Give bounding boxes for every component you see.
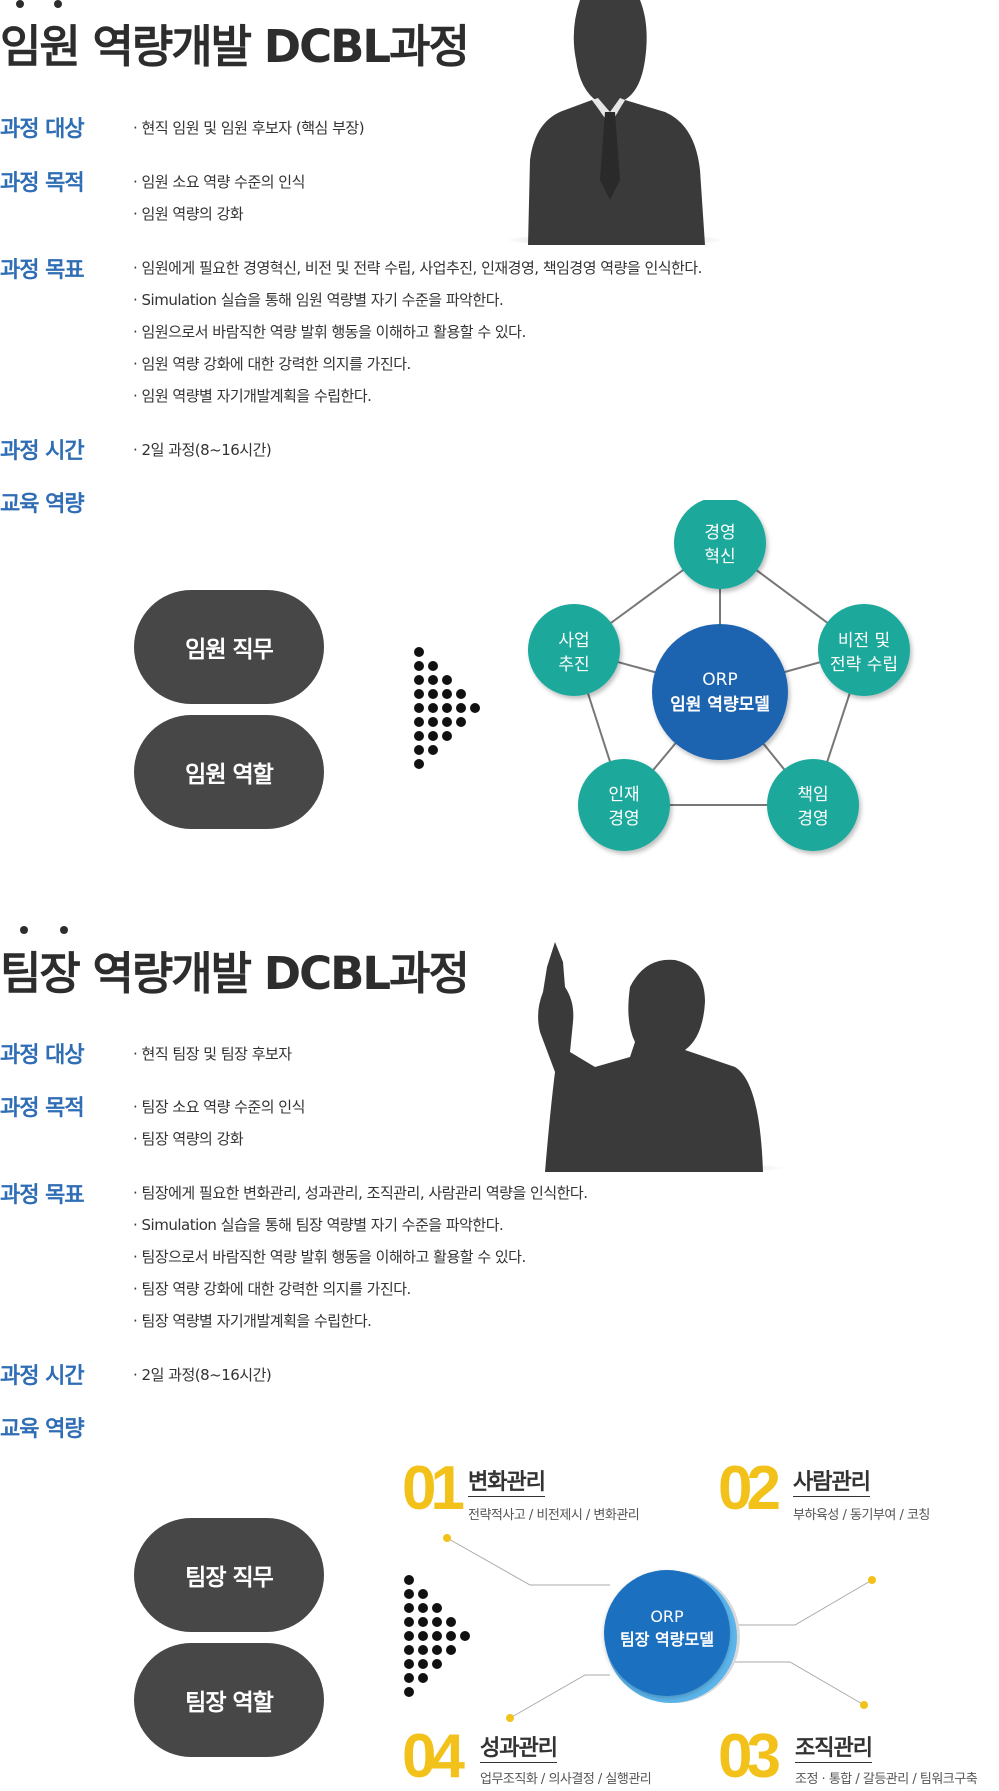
purpose-item: · 팀장 소요 역량 수준의 인식 (133, 1098, 305, 1116)
svg-text:사업: 사업 (558, 631, 589, 651)
manager-competency-diagram: ORP 팀장 역량모델 (443, 1534, 876, 1722)
svg-text:추진: 추진 (558, 655, 589, 675)
purpose-item: · 임원 역량의 강화 (133, 205, 244, 223)
node-innovation: 경영 혁신 (674, 500, 766, 589)
goal-item: · Simulation 실습을 통해 임원 역량별 자기 수준을 파악한다. (133, 291, 504, 309)
goal-item: · 팀장 역량 강화에 대한 강력한 의지를 가진다. (133, 1280, 411, 1298)
center-line1: ORP (650, 1607, 684, 1626)
target-item: · 현직 임원 및 임원 후보자 (핵심 부장) (133, 119, 365, 137)
module-title: 조직관리 (795, 1730, 873, 1763)
goal-label: 과정 목표 (0, 1183, 85, 1208)
svg-text:경영: 경영 (608, 809, 639, 829)
svg-text:인재: 인재 (608, 785, 639, 805)
purpose-item: · 임원 소요 역량 수준의 인식 (133, 173, 305, 191)
svg-text:비전 및: 비전 및 (838, 631, 890, 651)
target-item: · 현직 팀장 및 팀장 후보자 (133, 1045, 292, 1063)
module-subtitle: 조정 · 통합 / 갈등관리 / 팀워크구축 (795, 1772, 978, 1787)
duration-item: · 2일 과정(8~16시간) (133, 441, 272, 459)
pill-executive-role: 임원 역할 (134, 715, 324, 829)
goal-item: · 임원으로서 바람직한 역량 발휘 행동을 이해하고 활용할 수 있다. (133, 323, 526, 341)
competency-label: 교육 역량 (0, 1417, 85, 1442)
duration-label: 과정 시간 (0, 439, 85, 464)
node-vision: 비전 및 전략 수립 (818, 604, 910, 696)
goal-item: · 팀장으로서 바람직한 역량 발휘 행동을 이해하고 활용할 수 있다. (133, 1248, 526, 1266)
target-label: 과정 대상 (0, 117, 85, 142)
goal-item: · 임원 역량별 자기개발계획을 수립한다. (133, 387, 372, 405)
svg-text:전략 수립: 전략 수립 (830, 655, 898, 675)
competency-label: 교육 역량 (0, 492, 85, 517)
purpose-item: · 팀장 역량의 강화 (133, 1130, 244, 1148)
goal-item: · 임원 역량 강화에 대한 강력한 의지를 가진다. (133, 355, 411, 373)
svg-text:경영: 경영 (704, 523, 735, 543)
goal-label: 과정 목표 (0, 258, 85, 283)
center-node (652, 624, 788, 760)
goal-item: · 팀장 역량별 자기개발계획을 수립한다. (133, 1312, 372, 1330)
center-line2: 팀장 역량모델 (620, 1630, 714, 1649)
purpose-label: 과정 목적 (0, 171, 85, 196)
purpose-label: 과정 목적 (0, 1096, 85, 1121)
section1-title: 임원 역량개발 DCBL과정 (0, 20, 470, 73)
module-number: 04 (402, 1722, 465, 1791)
title-dot (20, 926, 28, 934)
goal-item: · 임원에게 필요한 경영혁신, 비전 및 전략 수립, 사업추진, 인재경영,… (133, 259, 702, 277)
center-line2: 임원 역량모델 (670, 694, 770, 715)
module-title: 변화관리 (468, 1464, 546, 1497)
svg-text:혁신: 혁신 (704, 547, 735, 567)
title-dot (54, 0, 62, 8)
dot-arrow-icon (404, 1575, 470, 1697)
duration-item: · 2일 과정(8~16시간) (133, 1366, 272, 1384)
pill-manager-role: 팀장 역할 (134, 1643, 324, 1757)
pill-manager-job: 팀장 직무 (134, 1518, 324, 1632)
pill-executive-job: 임원 직무 (134, 590, 324, 704)
node-accountability: 책임 경영 (767, 759, 859, 851)
svg-text:책임: 책임 (797, 785, 828, 805)
module-subtitle: 전략적사고 / 비전제시 / 변화관리 (468, 1508, 640, 1523)
duration-label: 과정 시간 (0, 1364, 85, 1389)
title-dot (60, 926, 68, 934)
manager-silhouette-icon (538, 942, 785, 1172)
title-dot (16, 0, 24, 8)
target-label: 과정 대상 (0, 1043, 85, 1068)
module-number: 03 (718, 1722, 781, 1791)
executive-silhouette-icon (505, 0, 725, 245)
goal-item: · 팀장에게 필요한 변화관리, 성과관리, 조직관리, 사람관리 역량을 인식… (133, 1184, 588, 1202)
module-subtitle: 부하육성 / 동기부여 / 코칭 (793, 1508, 930, 1523)
svg-text:경영: 경영 (797, 809, 828, 829)
node-business: 사업 추진 (528, 604, 620, 696)
module-title: 사람관리 (793, 1464, 871, 1497)
center-line1: ORP (702, 670, 737, 690)
module-number: 02 (718, 1454, 781, 1523)
dot-arrow-icon (414, 647, 480, 769)
module-number: 01 (402, 1454, 465, 1523)
module-subtitle: 업무조직화 / 의사결정 / 실행관리 (480, 1772, 652, 1787)
goal-item: · Simulation 실습을 통해 팀장 역량별 자기 수준을 파악한다. (133, 1216, 504, 1234)
module-title: 성과관리 (480, 1730, 558, 1763)
executive-competency-diagram: ORP 임원 역량모델 경영 혁신 비전 및 전략 수립 책임 경영 인재 경영… (528, 500, 910, 851)
section2-title: 팀장 역량개발 DCBL과정 (0, 947, 470, 1000)
node-talent: 인재 경영 (578, 759, 670, 851)
